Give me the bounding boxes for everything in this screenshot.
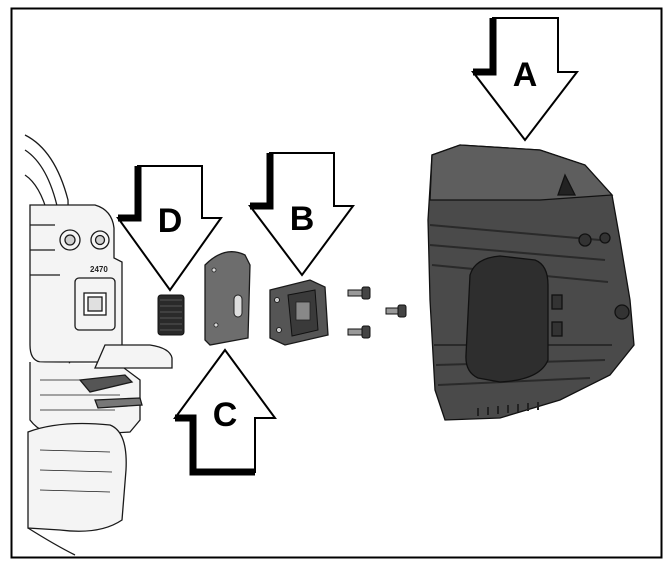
- part-d-filter: [157, 294, 185, 336]
- engine-body: [24, 134, 173, 556]
- screws: [347, 286, 407, 339]
- callout-label-a: A: [513, 56, 538, 94]
- callout-label-c: C: [213, 396, 238, 434]
- callout-arrow-b: B: [247, 152, 355, 277]
- screw-1: [347, 286, 371, 300]
- callout-arrow-c: C: [173, 348, 277, 476]
- part-c-gasket: [204, 251, 251, 346]
- part-a-cover: [427, 144, 635, 421]
- callout-arrow-d: D: [116, 165, 223, 292]
- part-b-bracket: [269, 279, 329, 346]
- engine-model-mark: 2470: [90, 265, 108, 274]
- screw-2: [347, 325, 371, 339]
- callout-label-b: B: [290, 200, 315, 238]
- callout-label-d: D: [158, 202, 183, 240]
- screw-3: [385, 304, 407, 318]
- callout-arrow-a: A: [470, 17, 580, 142]
